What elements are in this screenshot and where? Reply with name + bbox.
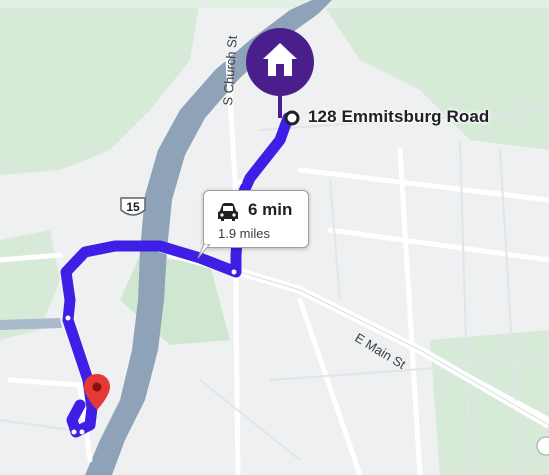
route-duration: 6 min (248, 200, 293, 219)
highway-shield-number: 15 (126, 200, 140, 214)
route-distance: 1.9 miles (218, 226, 271, 241)
compass-icon[interactable] (536, 436, 549, 456)
route-info-callout[interactable]: 6 min 1.9 miles (203, 190, 309, 248)
callout-pointer (197, 244, 211, 259)
origin-ring-icon (284, 110, 300, 126)
map-pin-icon[interactable] (84, 374, 110, 410)
home-marker[interactable] (246, 28, 314, 96)
destination-label[interactable]: 128 Emmitsburg Road (308, 107, 490, 126)
car-icon (216, 201, 240, 223)
highway-shield: 15 (118, 196, 148, 220)
home-icon (263, 43, 297, 76)
